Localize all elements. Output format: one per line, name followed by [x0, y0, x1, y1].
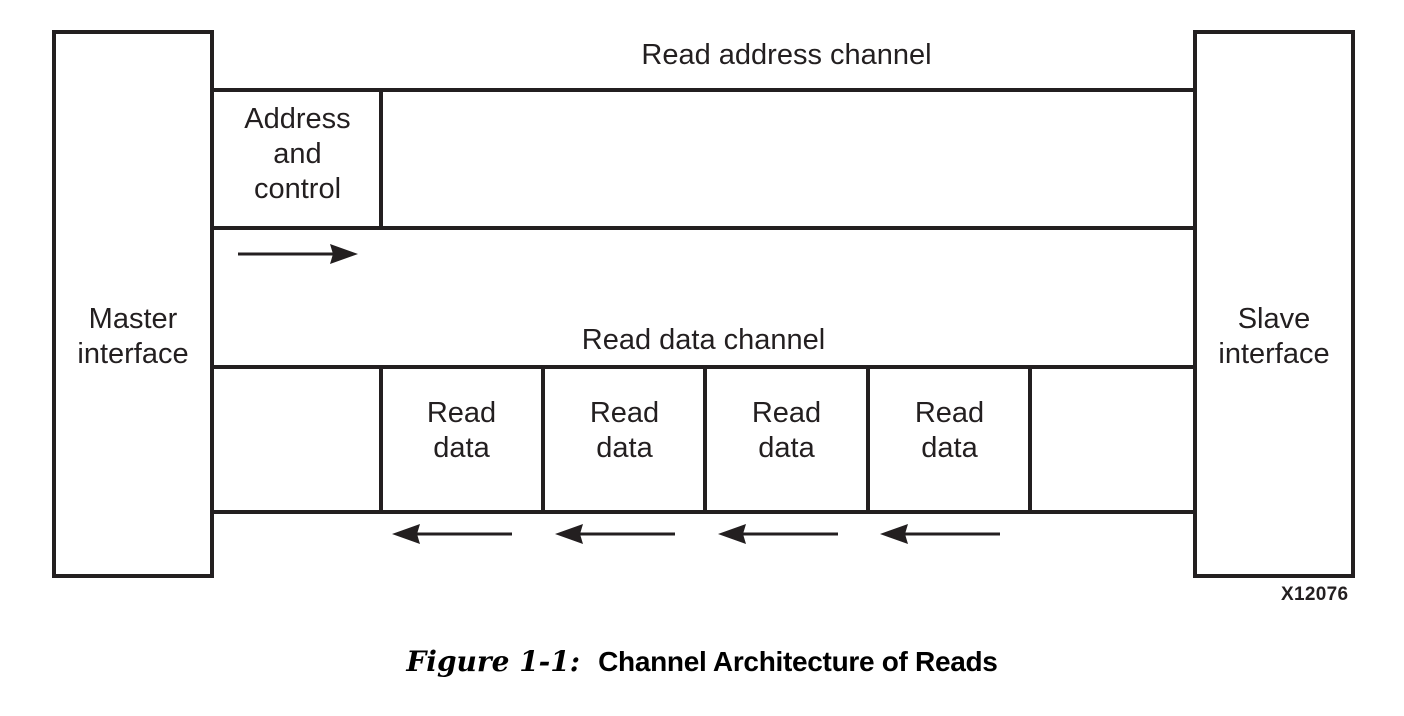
read-data-cell-label: Read data [751, 397, 822, 464]
figure-caption: Figure 1-1: Channel Architecture of Reads [0, 645, 1404, 678]
read-data-flow-arrow-left-icon [555, 523, 675, 545]
read-data-channel-title: Read data channel [581, 324, 826, 356]
read-data-flow-arrow-left-icon [392, 523, 512, 545]
address-and-control-cell-label: Address and control [244, 103, 351, 205]
master-interface-box: Master interface [52, 30, 214, 578]
read-address-channel-top-rule [214, 88, 1193, 92]
read-data-flow-arrow-left-icon [880, 523, 1000, 545]
read-data-flow-arrow-left-icon [718, 523, 838, 545]
slave-interface-label: Slave interface [1218, 303, 1330, 370]
read-data-cell-divider [703, 365, 707, 514]
figure-caption-number: Figure 1-1: [406, 645, 581, 678]
read-data-cell-divider [866, 365, 870, 514]
read-data-cell-divider [379, 365, 383, 514]
read-data-cell-label: Read data [914, 397, 985, 464]
slave-interface-box: Slave interface [1193, 30, 1355, 578]
read-address-channel-bottom-rule [214, 226, 1193, 230]
master-interface-label: Master interface [77, 303, 189, 370]
read-address-cell-divider [379, 88, 383, 230]
read-data-cell-label: Read data [589, 397, 660, 464]
read-address-channel-title: Read address channel [641, 39, 932, 71]
figure-caption-title: Channel Architecture of Reads [598, 646, 998, 677]
read-data-cell-label: Read data [426, 397, 497, 464]
read-data-cell-divider [541, 365, 545, 514]
read-data-cell-divider [1028, 365, 1032, 514]
figure-id-label: X12076 [1281, 584, 1349, 605]
address-flow-arrow-right-icon [238, 243, 358, 265]
